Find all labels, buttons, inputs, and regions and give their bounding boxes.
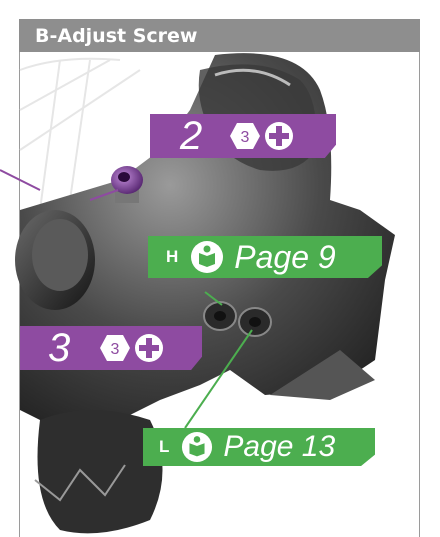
page-reference-13: Page 13: [223, 432, 335, 462]
manual-reference-icon: [190, 240, 224, 274]
hex-size-label: 3: [241, 129, 250, 146]
manual-reference-icon: [181, 431, 213, 463]
limit-letter-h: H: [166, 247, 178, 267]
phillips-screwdriver-icon: [134, 333, 164, 363]
callout-number: 3: [48, 328, 70, 368]
h-limit-callout: H Page 9: [148, 236, 382, 278]
limit-letter-l: L: [159, 437, 169, 457]
b-adjust-callout-left: 3 3: [20, 326, 202, 370]
hex-key-icon: 3: [230, 122, 260, 150]
page-reference-9: Page 9: [234, 241, 335, 273]
phillips-screwdriver-icon: [264, 121, 294, 151]
hex-key-icon: 3: [100, 334, 130, 362]
b-adjust-callout-top: 2 3: [150, 114, 336, 158]
callout-number: 2: [180, 116, 202, 156]
hex-size-label: 3: [111, 341, 120, 358]
l-limit-callout: L Page 13: [143, 428, 375, 466]
b-adjust-bolt: [111, 166, 143, 203]
